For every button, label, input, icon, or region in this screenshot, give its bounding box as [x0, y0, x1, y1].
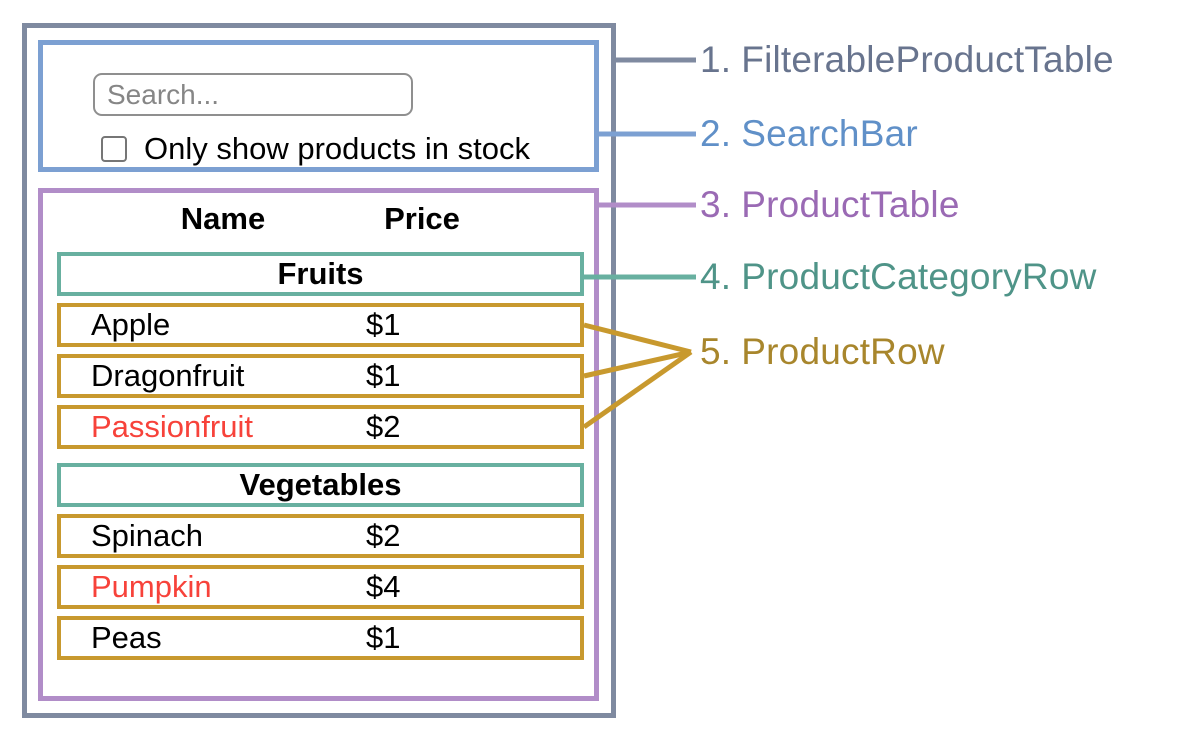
product-table-box: Name Price Fruits Apple $1 Dragonfruit $… [38, 188, 599, 701]
search-input[interactable] [93, 73, 413, 116]
product-row-passionfruit: Passionfruit $2 [57, 405, 584, 449]
in-stock-filter-row: Only show products in stock [101, 131, 530, 166]
label-number: 5. [700, 331, 732, 372]
product-row-peas: Peas $1 [57, 616, 584, 660]
column-header-name: Name [180, 201, 266, 236]
column-header-price: Price [384, 201, 460, 236]
product-price: $1 [366, 620, 401, 655]
in-stock-checkbox-label: Only show products in stock [144, 131, 530, 166]
label-text: ProductRow [741, 331, 945, 372]
product-price: $1 [366, 358, 401, 393]
label-number: 4. [700, 256, 732, 297]
label-text: ProductTable [741, 184, 960, 225]
category-row-fruits: Fruits [57, 252, 584, 296]
product-price: $1 [366, 307, 401, 342]
search-bar-box: Only show products in stock [38, 40, 599, 172]
product-name: Dragonfruit [91, 358, 245, 393]
in-stock-checkbox[interactable] [101, 136, 127, 162]
label-text: FilterableProductTable [741, 39, 1114, 80]
product-price: $4 [366, 569, 401, 604]
product-name: Peas [91, 620, 162, 655]
category-row-vegetables: Vegetables [57, 463, 584, 507]
product-name: Passionfruit [91, 409, 253, 444]
product-name: Apple [91, 307, 171, 342]
label-number: 2. [700, 113, 732, 154]
label-product-category-row: 4.ProductCategoryRow [700, 255, 1097, 299]
label-number: 1. [700, 39, 732, 80]
product-row-pumpkin: Pumpkin $4 [57, 565, 584, 609]
label-text: SearchBar [741, 113, 918, 154]
label-product-row: 5.ProductRow [700, 330, 945, 374]
product-price: $2 [366, 518, 401, 553]
label-filterable-product-table: 1.FilterableProductTable [700, 38, 1114, 82]
label-text: ProductCategoryRow [741, 256, 1097, 297]
product-row-apple: Apple $1 [57, 303, 584, 347]
product-name: Pumpkin [91, 569, 212, 604]
label-number: 3. [700, 184, 732, 225]
label-search-bar: 2.SearchBar [700, 112, 918, 156]
product-row-dragonfruit: Dragonfruit $1 [57, 354, 584, 398]
label-product-table: 3.ProductTable [700, 183, 960, 227]
product-row-spinach: Spinach $2 [57, 514, 584, 558]
product-price: $2 [366, 409, 401, 444]
product-name: Spinach [91, 518, 204, 553]
